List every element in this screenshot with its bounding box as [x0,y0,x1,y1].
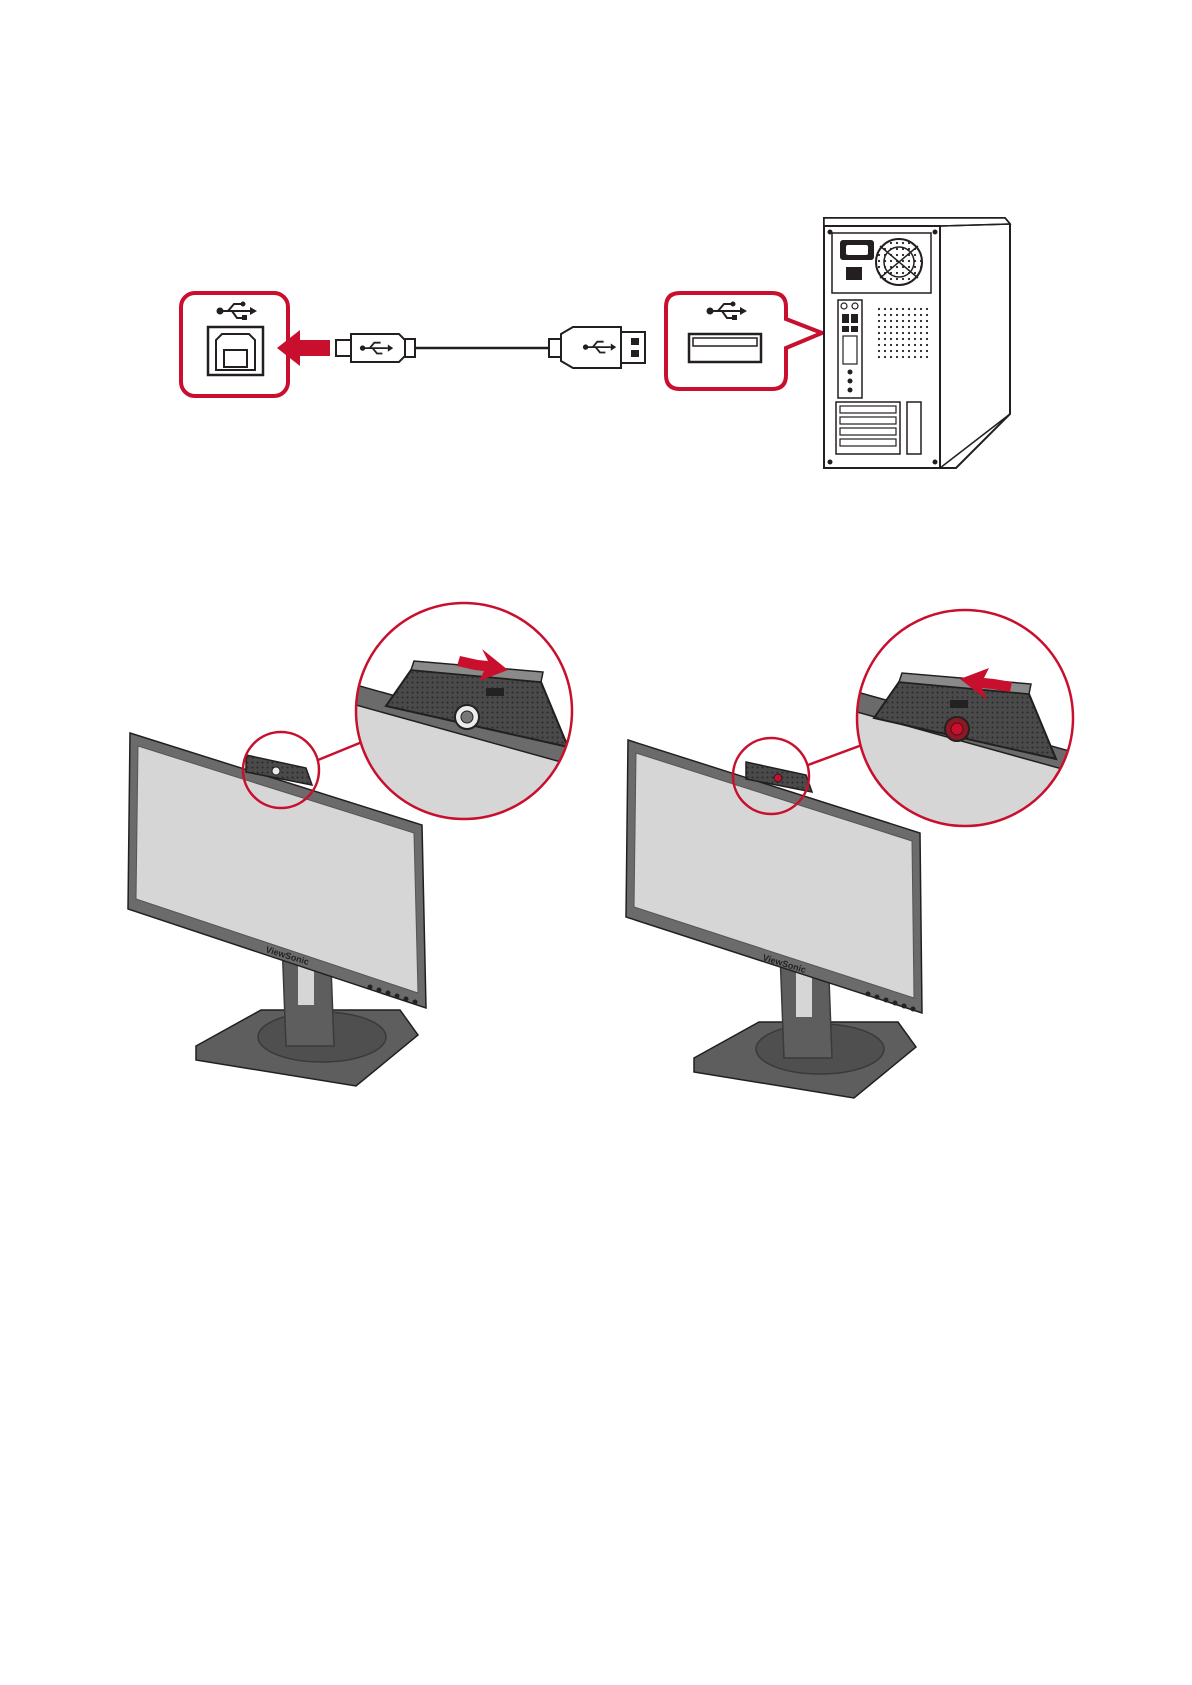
monitor-shutter-closed: ViewSonic [626,610,1073,1098]
zoom-callout-closed [857,610,1073,830]
zoom-connector [808,745,862,765]
usb-connection-diagram [181,218,1010,468]
shutter-slider [486,688,504,696]
usb-a-port-shape [689,334,761,362]
usb-b-port-shape [208,327,263,375]
computer-usb-a-port-callout [666,293,822,389]
zoom-callout-open [356,603,572,830]
monitor-usb-b-port-callout [181,293,288,396]
usb-b-plug [336,334,415,362]
usb-a-plug [549,327,645,368]
computer-tower [824,218,1010,468]
shutter-slider [950,700,968,708]
monitor-shutter-open: ViewSonic [128,603,572,1086]
